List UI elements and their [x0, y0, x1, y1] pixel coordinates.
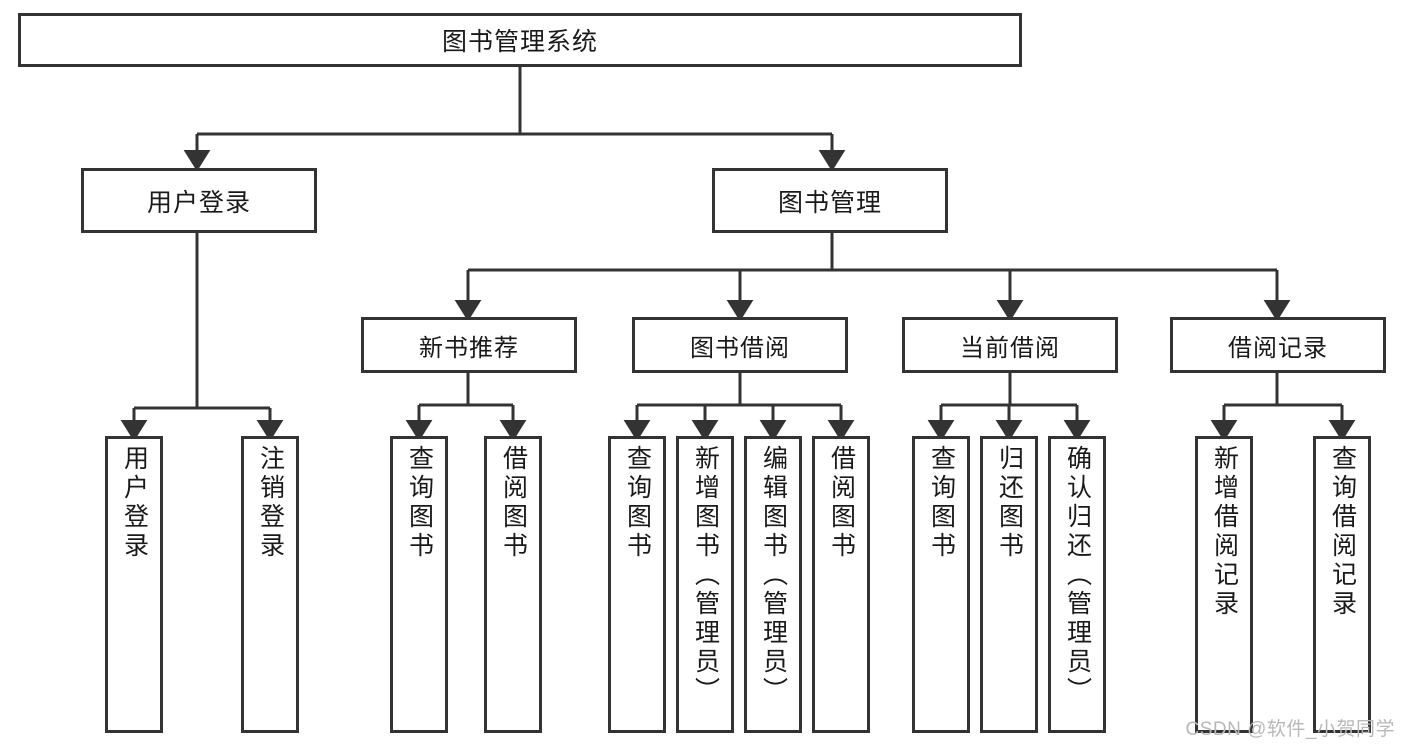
csdn-watermark: CSDN @软件_小贺同学 — [1185, 719, 1395, 740]
node-leaf-user-login[interactable]: 用户登录 — [105, 436, 163, 733]
node-borrow-record-label: 借阅记录 — [1228, 334, 1328, 362]
node-leaf-query-book-1[interactable]: 查询图书 — [390, 436, 448, 733]
node-leaf-query-book-2-label: 查询图书 — [623, 445, 652, 561]
node-leaf-logout-label: 注销登录 — [256, 445, 285, 561]
node-leaf-return-book[interactable]: 归还图书 — [980, 436, 1038, 733]
node-leaf-return-book-label: 归还图书 — [995, 445, 1024, 561]
node-current-borrow-label: 当前借阅 — [960, 334, 1060, 362]
node-root-system[interactable]: 图书管理系统 — [18, 13, 1022, 67]
node-leaf-edit-book-label: 编辑图书（管理员） — [759, 445, 788, 706]
node-leaf-add-record-label: 新增借阅记录 — [1210, 445, 1239, 619]
node-user-login[interactable]: 用户登录 — [81, 168, 317, 233]
node-new-book-recommend-label: 新书推荐 — [419, 334, 519, 362]
node-leaf-confirm-return-label: 确认归还（管理员） — [1063, 445, 1092, 706]
node-leaf-query-book-2[interactable]: 查询图书 — [608, 436, 666, 733]
node-leaf-query-book-1-label: 查询图书 — [405, 445, 434, 561]
node-leaf-borrow-book-1-label: 借阅图书 — [499, 445, 528, 561]
node-leaf-query-record-label: 查询借阅记录 — [1328, 445, 1357, 619]
node-leaf-query-record[interactable]: 查询借阅记录 — [1313, 436, 1371, 733]
node-current-borrow[interactable]: 当前借阅 — [902, 317, 1118, 373]
node-leaf-query-book-3[interactable]: 查询图书 — [912, 436, 970, 733]
node-book-manage-label: 图书管理 — [777, 188, 882, 217]
node-user-login-label: 用户登录 — [146, 188, 251, 217]
node-leaf-edit-book[interactable]: 编辑图书（管理员） — [744, 436, 802, 733]
node-book-manage[interactable]: 图书管理 — [712, 168, 948, 233]
node-leaf-confirm-return[interactable]: 确认归还（管理员） — [1048, 436, 1106, 733]
node-book-borrow-label: 图书借阅 — [690, 334, 790, 362]
node-borrow-record[interactable]: 借阅记录 — [1170, 317, 1386, 373]
node-leaf-add-record[interactable]: 新增借阅记录 — [1195, 436, 1253, 733]
node-leaf-borrow-book-2-label: 借阅图书 — [827, 445, 856, 561]
node-leaf-query-book-3-label: 查询图书 — [927, 445, 956, 561]
node-new-book-recommend[interactable]: 新书推荐 — [361, 317, 577, 373]
node-leaf-borrow-book-2[interactable]: 借阅图书 — [812, 436, 870, 733]
node-leaf-borrow-book-1[interactable]: 借阅图书 — [484, 436, 542, 733]
node-leaf-add-book-label: 新增图书（管理员） — [691, 445, 720, 706]
node-book-borrow[interactable]: 图书借阅 — [632, 317, 848, 373]
node-leaf-user-login-label: 用户登录 — [120, 445, 149, 561]
node-leaf-add-book[interactable]: 新增图书（管理员） — [676, 436, 734, 733]
node-leaf-logout[interactable]: 注销登录 — [241, 436, 299, 733]
node-root-label: 图书管理系统 — [441, 28, 598, 56]
